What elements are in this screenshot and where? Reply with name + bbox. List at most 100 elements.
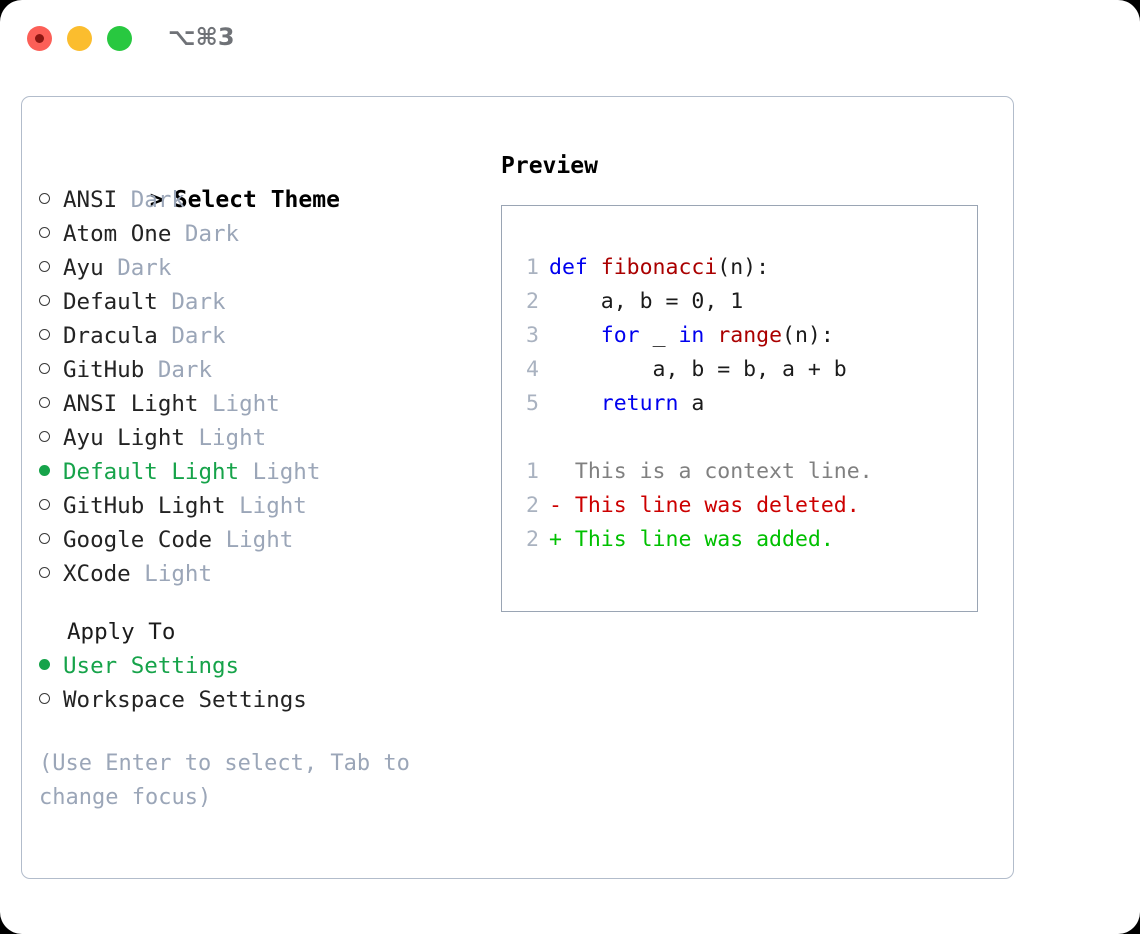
maximize-button[interactable] — [107, 26, 132, 51]
radio-unselected-icon — [39, 397, 50, 408]
radio-unselected-icon — [39, 533, 50, 544]
theme-mode-tag: Light — [198, 425, 267, 451]
theme-name-label: Ayu Light — [63, 425, 185, 451]
line-number: 1 — [526, 459, 539, 484]
code-token: in — [678, 323, 705, 348]
theme-list-item[interactable]: Google Code Light — [39, 523, 479, 557]
theme-mode-tag: Light — [144, 561, 213, 587]
radio-selected-icon — [39, 465, 50, 476]
line-number: 2 — [526, 289, 539, 314]
theme-mode-tag: Dark — [184, 221, 240, 247]
code-token: a, b = 0, 1 — [549, 289, 744, 314]
prompt-caret-icon: > — [149, 187, 164, 213]
theme-name-label: ANSI — [63, 187, 118, 213]
theme-list-item[interactable]: Ayu Dark — [39, 251, 479, 285]
minimize-button[interactable] — [67, 26, 92, 51]
theme-list-item[interactable]: GitHub Light Light — [39, 489, 479, 523]
code-line: 5 return a — [513, 387, 971, 421]
list-gap — [39, 591, 479, 615]
code-token: _ — [639, 323, 679, 348]
radio-unselected-icon — [39, 431, 50, 442]
theme-mode-tag: Light — [225, 527, 294, 553]
hint-gap — [39, 717, 479, 747]
preview-title: Preview — [501, 153, 598, 179]
theme-list-item[interactable]: Ayu Light Light — [39, 421, 479, 455]
theme-mode-tag: Light — [212, 391, 280, 417]
radio-unselected-icon — [39, 499, 50, 510]
diff-line: 2+ This line was added. — [513, 523, 971, 557]
line-number: 3 — [526, 323, 539, 348]
diff-marker: - — [549, 493, 575, 518]
radio-unselected-icon — [39, 193, 50, 204]
title-bar: ⌥⌘3 — [0, 0, 1140, 78]
theme-mode-tag: Dark — [171, 323, 226, 349]
theme-mode-tag: Dark — [117, 255, 172, 281]
theme-name-label: XCode — [63, 561, 131, 587]
keyboard-shortcut-label: ⌥⌘3 — [168, 23, 235, 51]
radio-unselected-icon — [39, 363, 50, 374]
theme-list-item[interactable]: Atom One Dark — [39, 217, 479, 251]
apply-to-option[interactable]: Workspace Settings — [39, 683, 479, 717]
theme-list-item[interactable]: XCode Light — [39, 557, 479, 591]
theme-list-item[interactable]: ANSI Light Light — [39, 387, 479, 421]
code-token: (n): — [782, 323, 834, 348]
theme-mode-tag: Dark — [171, 289, 226, 315]
record-indicator-icon — [35, 34, 44, 43]
theme-name-label: GitHub Light — [63, 493, 226, 519]
radio-selected-icon — [39, 659, 50, 670]
theme-name-label: Default Light — [63, 459, 240, 485]
theme-list-item[interactable]: Default Dark — [39, 285, 479, 319]
theme-name-label: Dracula — [63, 323, 158, 349]
code-line: 4 a, b = b, a + b — [513, 353, 971, 387]
theme-list-item[interactable]: Default Light Light — [39, 455, 479, 489]
theme-name-label: Default — [63, 289, 158, 315]
select-theme-header-label: Select Theme — [173, 187, 340, 213]
theme-name-label: Ayu — [63, 255, 104, 281]
close-button[interactable] — [27, 26, 52, 51]
apply-to-label: Apply To — [67, 619, 176, 645]
code-token — [549, 391, 601, 416]
code-token: range — [717, 323, 783, 348]
apply-to-option-label: Workspace Settings — [63, 687, 307, 713]
code-line: 3 for _ in range(n): — [513, 319, 971, 353]
radio-unselected-icon — [39, 329, 50, 340]
code-token: a, b = b, a + b — [549, 357, 847, 382]
code-token: (n): — [717, 255, 770, 280]
code-token — [704, 323, 717, 348]
theme-name-label: Atom One — [63, 221, 172, 247]
radio-unselected-icon — [39, 567, 50, 578]
select-theme-header: > Select Theme — [39, 149, 479, 213]
code-token: for — [600, 323, 640, 348]
theme-name-label: ANSI Light — [63, 391, 199, 417]
diff-text: This line was deleted. — [574, 493, 860, 518]
theme-list-item[interactable]: GitHub Dark — [39, 353, 479, 387]
radio-unselected-icon — [39, 261, 50, 272]
diff-marker: + — [549, 527, 575, 552]
code-token — [549, 323, 601, 348]
theme-mode-tag: Light — [252, 459, 321, 485]
theme-mode-tag: Dark — [130, 187, 185, 213]
code-token: a — [678, 391, 705, 416]
keyboard-hint-text: (Use Enter to select, Tab to change focu… — [39, 751, 424, 810]
code-token: return — [600, 391, 679, 416]
code-token: def — [549, 255, 601, 280]
theme-list-item[interactable]: Dracula Dark — [39, 319, 479, 353]
diff-marker — [549, 459, 575, 484]
code-line: 2 a, b = 0, 1 — [513, 285, 971, 319]
line-number: 2 — [526, 527, 539, 552]
theme-list-item[interactable]: ANSI Dark — [39, 183, 479, 217]
line-number: 1 — [526, 255, 539, 280]
line-number: 2 — [526, 493, 539, 518]
apply-to-option[interactable]: User Settings — [39, 649, 479, 683]
radio-unselected-icon — [39, 295, 50, 306]
diff-text: This is a context line. — [574, 459, 873, 484]
radio-unselected-icon — [39, 693, 50, 704]
